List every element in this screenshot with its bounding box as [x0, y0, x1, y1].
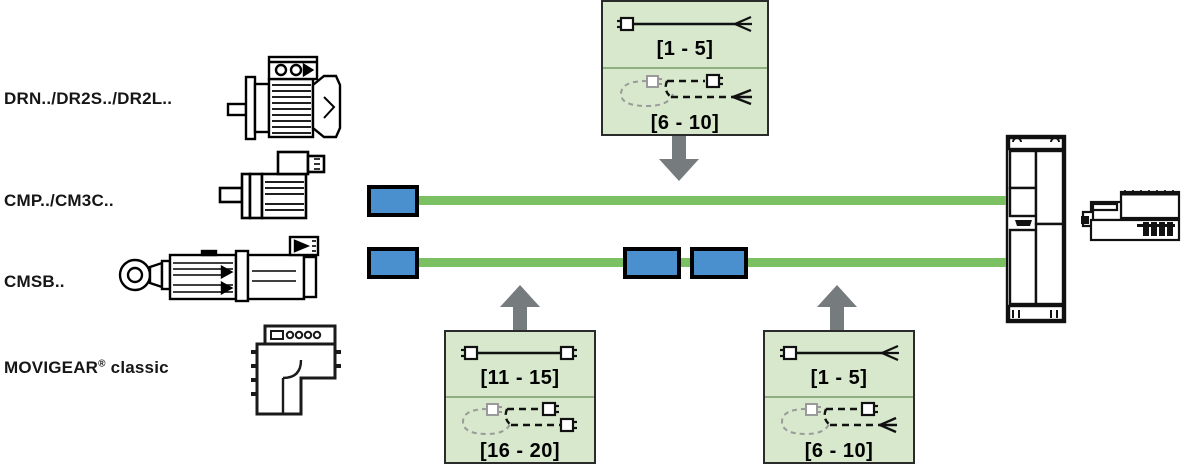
- info-box-bl-range-2: [16 - 20]: [479, 440, 561, 462]
- label-movigear: MOVIGEAR® classic: [4, 358, 169, 378]
- coiled-cable-plug-to-open-ends-icon: [772, 399, 906, 439]
- info-box-bl-range-1: [11 - 15]: [480, 367, 560, 389]
- coiled-cable-plug-to-plug-icon: [453, 399, 587, 439]
- motor-drn: [226, 52, 342, 147]
- control-module-unit: [1081, 188, 1181, 244]
- coiled-cable-plug-to-open-ends-icon: [611, 71, 759, 111]
- arrow-up-left: [496, 285, 544, 331]
- info-box-top-section-2: [6 - 10]: [603, 69, 767, 134]
- info-box-br-section-2: [6 - 10]: [765, 398, 913, 462]
- connector-block-lower-3[interactable]: [690, 247, 748, 279]
- label-cmp: CMP../CM3C..: [4, 191, 114, 210]
- info-box-bottom-left: [11 - 15]: [444, 330, 596, 464]
- connector-block-lower-1[interactable]: [367, 247, 419, 279]
- cable-plug-to-open-ends-icon: [772, 340, 906, 366]
- info-box-top-section-1: [1 - 5]: [603, 2, 767, 69]
- info-box-br-range-2: [6 - 10]: [804, 440, 874, 462]
- bus-line-upper: [418, 196, 1006, 205]
- info-box-br-range-1: [1 - 5]: [810, 367, 868, 389]
- info-box-br-section-1: [1 - 5]: [765, 332, 913, 398]
- info-box-bl-section-2: [16 - 20]: [446, 398, 594, 462]
- cable-plug-to-open-ends-icon: [611, 11, 759, 37]
- info-box-top: [1 - 5]: [601, 0, 769, 136]
- connector-block-upper-1[interactable]: [367, 185, 419, 217]
- registered-mark-icon: ®: [98, 358, 106, 370]
- label-movigear-text: MOVIGEAR: [4, 358, 99, 377]
- motor-cmp: [218, 148, 330, 228]
- label-cmsb: CMSB..: [4, 272, 65, 291]
- motor-cmsb: [118, 235, 330, 309]
- info-box-top-range-2: [6 - 10]: [650, 111, 720, 134]
- label-movigear-suffix: classic: [105, 358, 169, 377]
- arrow-down-top: [655, 133, 703, 183]
- inverter-cabinet-unit: [1005, 134, 1067, 324]
- drive-movigear: [243, 322, 347, 420]
- cable-plug-to-plug-icon: [453, 340, 587, 366]
- label-drn: DRN../DR2S../DR2L..: [4, 89, 173, 108]
- info-box-bl-section-1: [11 - 15]: [446, 332, 594, 398]
- info-box-bottom-right: [1 - 5]: [763, 330, 915, 464]
- info-box-top-range-1: [1 - 5]: [656, 37, 714, 60]
- arrow-up-right: [813, 285, 861, 331]
- connector-block-lower-2[interactable]: [623, 247, 681, 279]
